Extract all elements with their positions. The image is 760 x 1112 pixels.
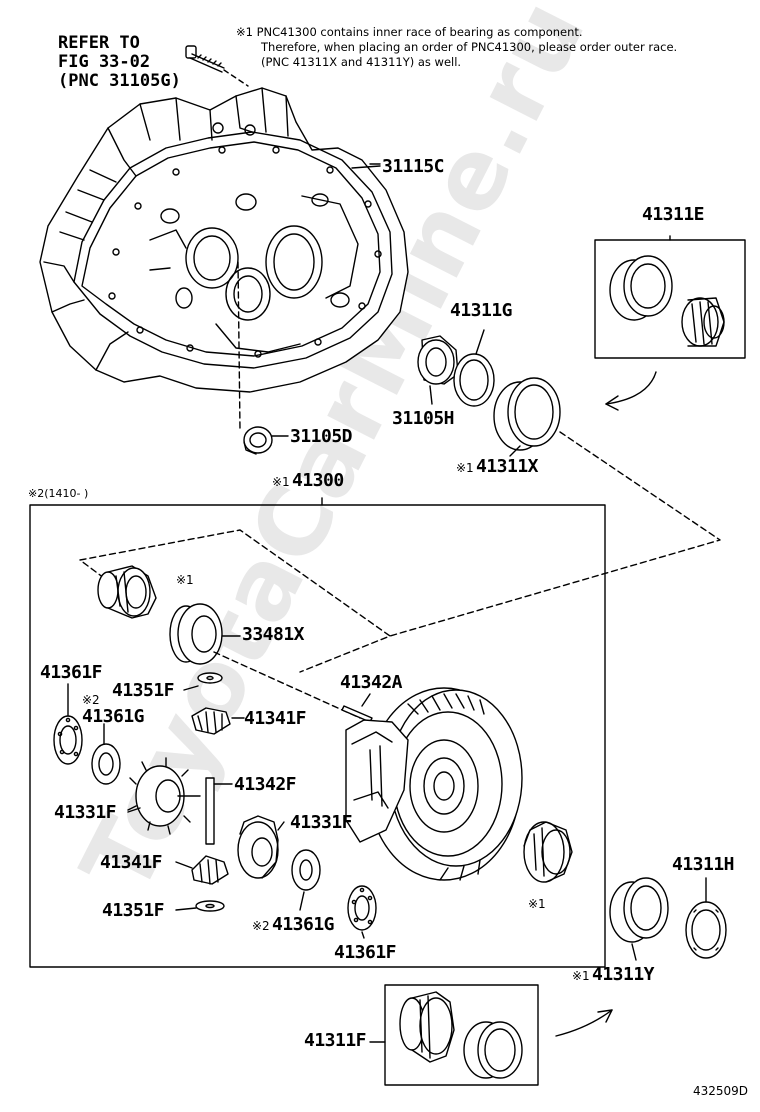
washer-41361g-a-part [91, 743, 121, 785]
part-label-41351f-b[interactable]: 41351F [102, 900, 165, 921]
side-gear-41331f-a-part [127, 757, 201, 835]
part-label-41311f[interactable]: 41311F [304, 1030, 367, 1051]
mark-41311x: ※1 [456, 461, 474, 475]
leader-31115c [351, 165, 381, 169]
note-line-1: ※1 PNC41300 contains inner race of beari… [236, 25, 583, 39]
part-label-41311g[interactable]: 41311G [450, 300, 513, 321]
bearing-41311f-box [369, 984, 539, 1086]
dashed-frame [79, 529, 391, 673]
leader-41311x [509, 445, 521, 457]
dashed-link [389, 431, 721, 637]
mark-bearing: ※1 [176, 573, 194, 587]
oil-seal-31105d-part [243, 426, 273, 455]
washer-41361f-a-part [53, 715, 83, 765]
transaxle-case-part [39, 87, 409, 431]
part-label-33481x[interactable]: 33481X [242, 624, 305, 645]
part-label-41361f-b[interactable]: 41361F [334, 942, 397, 963]
washer-41361g-b-part [291, 849, 321, 891]
part-label-41311h[interactable]: 41311H [672, 854, 735, 875]
mark-41300: ※1 [272, 475, 290, 489]
arrow-41311f [555, 1009, 613, 1037]
leader-41351f-a [183, 685, 199, 691]
shim-41311g-part [453, 353, 495, 407]
part-label-31115c[interactable]: 31115C [382, 156, 445, 177]
differential-case-part [345, 687, 523, 881]
leader-41331f-a [127, 807, 141, 813]
pinion-41341f-b-part [191, 855, 229, 885]
part-label-31105h[interactable]: 31105H [392, 408, 455, 429]
leader-41311y [631, 943, 637, 961]
part-label-41331f-b[interactable]: 41331F [290, 812, 353, 833]
part-label-41300[interactable]: 41300 [292, 470, 344, 491]
arrow-41311e-head [605, 395, 619, 411]
part-label-41361g-a[interactable]: 41361G [82, 706, 145, 727]
shaft-41342f-part [205, 777, 233, 845]
washer-41351f-a-part [197, 672, 223, 684]
side-gear-41331f-b-part [237, 815, 279, 879]
part-label-41311x[interactable]: 41311X [476, 456, 539, 477]
part-label-41342f[interactable]: 41342F [234, 774, 297, 795]
mark-41361g-b: ※2 [252, 919, 270, 933]
refer-line-1: REFER TO [58, 33, 140, 53]
differential-box [29, 504, 606, 968]
part-label-31105d[interactable]: 31105D [290, 426, 353, 447]
part-label-41361g-b[interactable]: 41361G [272, 914, 335, 935]
refer-line-2: FIG 33-02 [58, 52, 151, 72]
refer-line-3: (PNC 31105G) [58, 71, 181, 91]
document-number: 432509D [692, 1084, 748, 1098]
part-label-41311e[interactable]: 41311E [642, 204, 705, 225]
leader-41311g [475, 329, 485, 355]
note-line-3: (PNC 41311X and 41311Y) as well. [261, 55, 462, 69]
leader-41331f-b [277, 821, 285, 831]
refer-to-figure-note[interactable]: REFER TO FIG 33-02 (PNC 31105G) [58, 34, 181, 91]
bolt-part [185, 45, 249, 87]
mark-box-range: ※2(1410- ) [28, 487, 89, 500]
bearing-right-part [523, 821, 573, 883]
mark-41361g-a: ※2 [82, 693, 100, 707]
leader-31105h [429, 385, 433, 405]
note-line-2: Therefore, when placing an order of PNC4… [261, 40, 678, 54]
mark-right-bearing: ※1 [528, 897, 546, 911]
part-label-41361f-a[interactable]: 41361F [40, 662, 103, 683]
leader-41361f-b [361, 931, 365, 939]
leader-41361g-b [299, 891, 305, 911]
leader-41342a [361, 693, 371, 707]
part-label-41342a[interactable]: 41342A [340, 672, 403, 693]
mark-41311y: ※1 [572, 969, 590, 983]
pinion-41341f-a-part [191, 707, 231, 735]
oil-seal-33481x-part [169, 603, 361, 719]
part-label-41351f-a[interactable]: 41351F [112, 680, 175, 701]
oil-seal-31105h-part [417, 335, 459, 385]
part-label-41341f-a[interactable]: 41341F [244, 708, 307, 729]
arrow-41311e [605, 371, 657, 405]
washer-41351f-b-part [195, 900, 225, 912]
ordering-note: ※1 PNC41300 contains inner race of beari… [236, 25, 677, 70]
arrow-41311f-head [597, 1009, 613, 1023]
part-label-41341f-b[interactable]: 41341F [100, 852, 163, 873]
bearing-41311e-box [594, 239, 746, 359]
outer-race-41311x-part [493, 377, 561, 451]
outer-race-41311y-part [609, 877, 669, 943]
bearing-inner-part [97, 565, 157, 619]
part-label-41331f-a[interactable]: 41331F [54, 802, 117, 823]
shim-41311h-part [685, 901, 727, 959]
part-label-41311y[interactable]: 41311Y [592, 964, 655, 985]
washer-41361f-b-part [347, 885, 377, 931]
leader-41351f-b [175, 907, 197, 911]
leader-41341f-b [175, 861, 193, 869]
